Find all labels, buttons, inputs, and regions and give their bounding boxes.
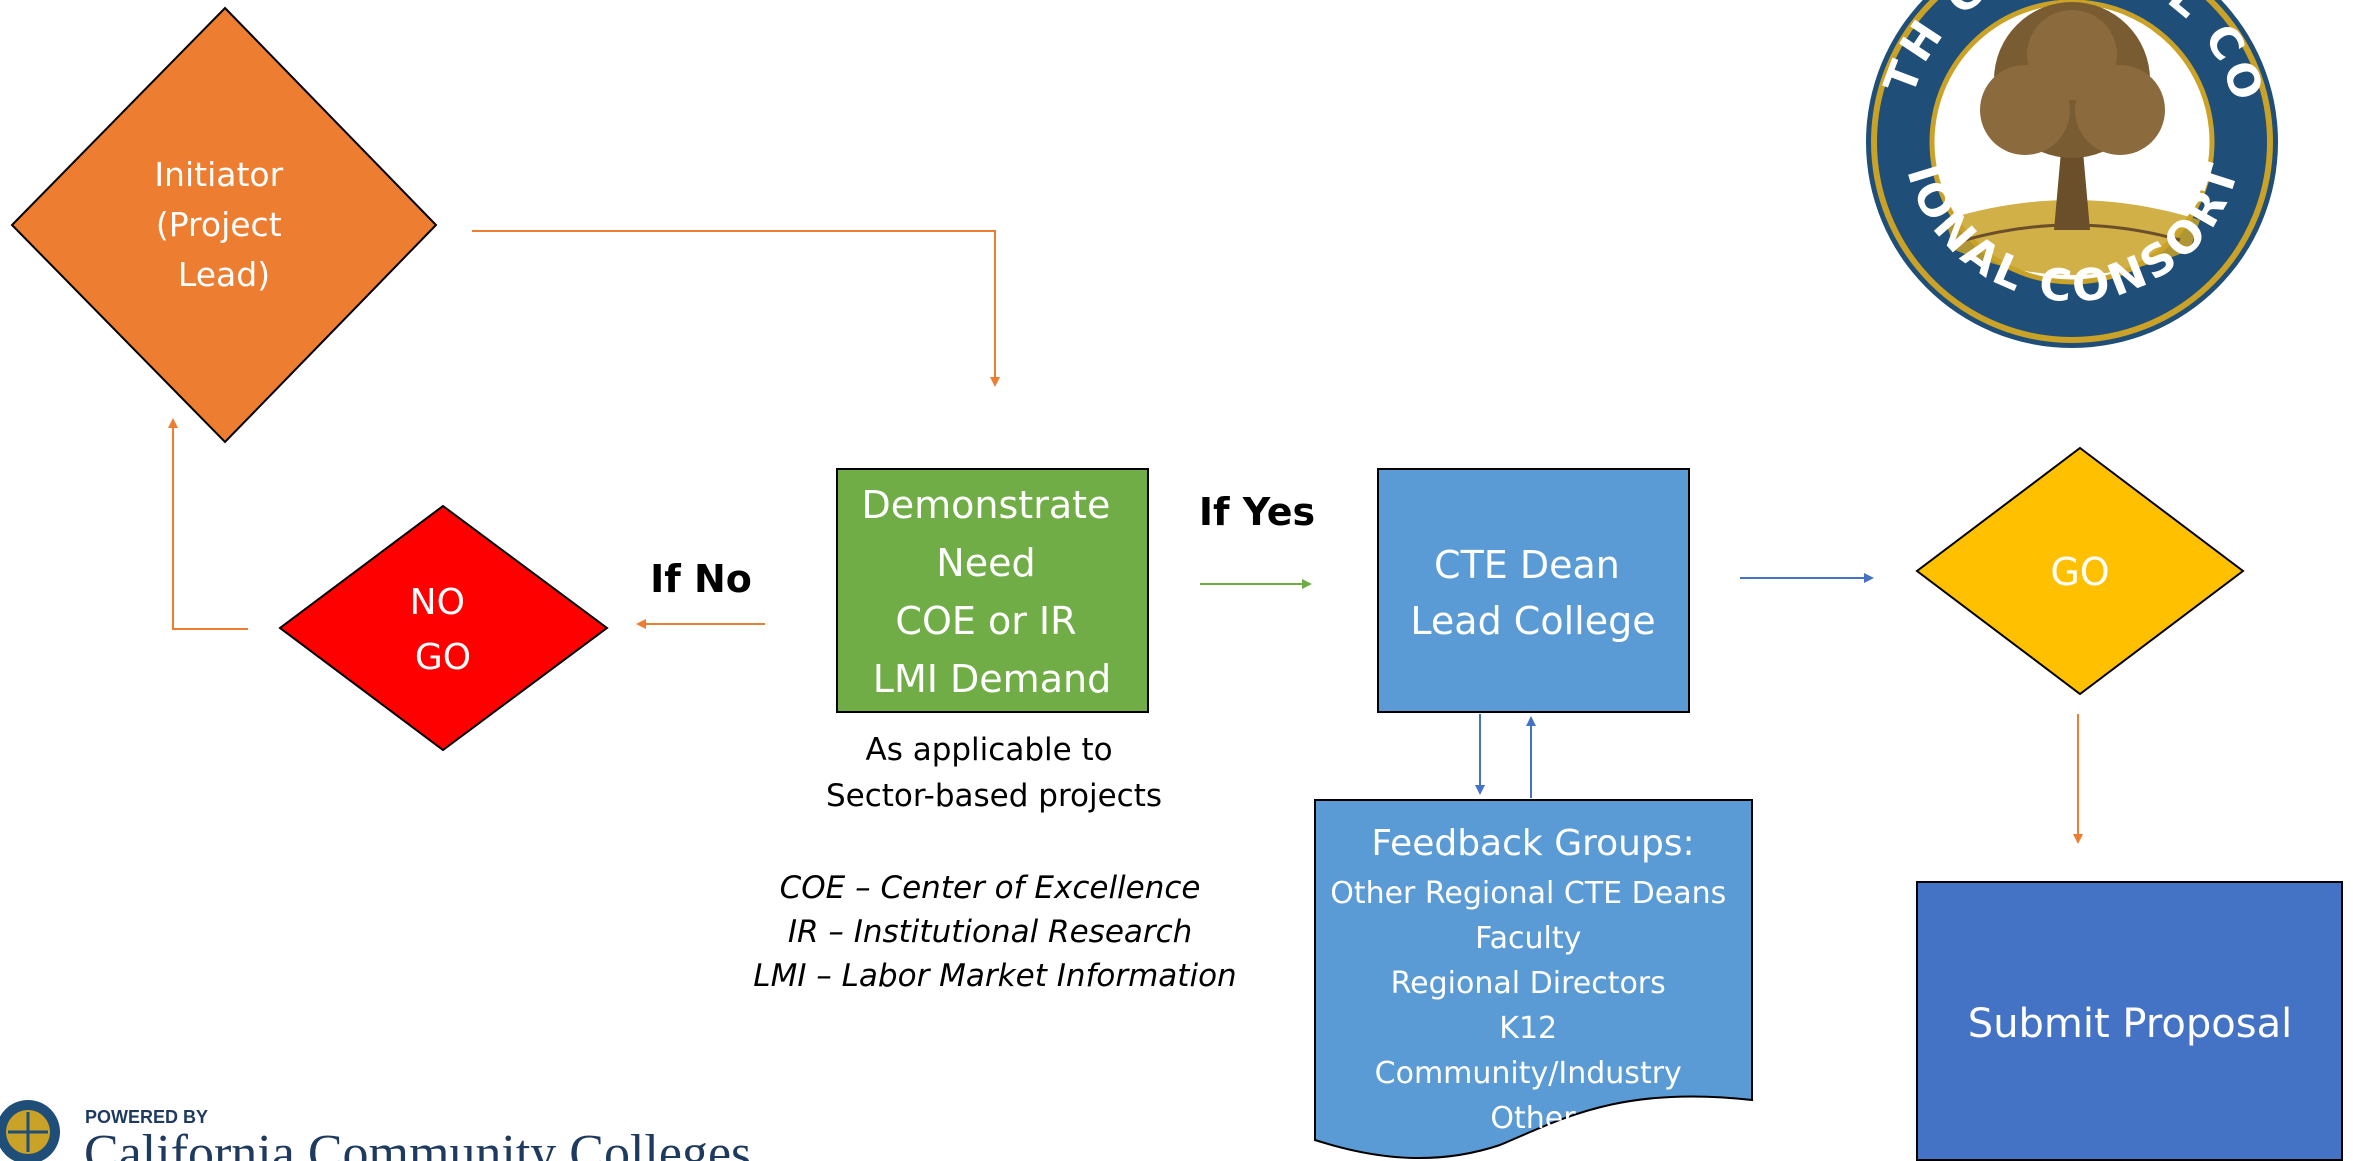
initiator-diamond: [10, 6, 438, 444]
no-go-diamond: [278, 504, 609, 752]
go-label: GO: [2050, 550, 2109, 594]
california-community-colleges-logo: POWERED BY California Community Colleges: [0, 1100, 751, 1161]
acronym-legend: COE – Center of Excellence IR – Institut…: [753, 870, 1236, 994]
powered-by-text: POWERED BY: [85, 1107, 208, 1127]
submit-proposal-label: Submit Proposal: [1968, 1001, 2292, 1047]
submit-proposal-box: [1916, 881, 2343, 1161]
no-go-label: NO GO: [410, 582, 477, 678]
initiator-label: Initiator (Project Lead): [154, 155, 293, 294]
cte-dean-box: [1377, 468, 1690, 713]
feedback-groups-title: Feedback Groups:: [1371, 823, 1694, 864]
ccc-name-text: California Community Colleges: [84, 1125, 751, 1161]
demonstrate-need-label: Demonstrate Need COE or IR LMI Demand: [862, 483, 1123, 701]
arrow-no-go-to-initiator: [168, 418, 248, 630]
applicable-note: As applicable to Sector-based projects: [826, 732, 1162, 814]
if-no-label: If No: [650, 557, 752, 601]
cte-dean-label: CTE Dean Lead College: [1410, 543, 1655, 643]
go-diamond: [1915, 446, 2245, 696]
feedback-groups-list: Other Regional CTE Deans Faculty Regiona…: [1330, 876, 1736, 1136]
demonstrate-need-box: [836, 468, 1149, 713]
if-yes-label: If Yes: [1199, 490, 1315, 534]
arrow-initiator-to-demonstrate: [472, 230, 1000, 387]
feedback-groups-document: [1314, 799, 1753, 1160]
